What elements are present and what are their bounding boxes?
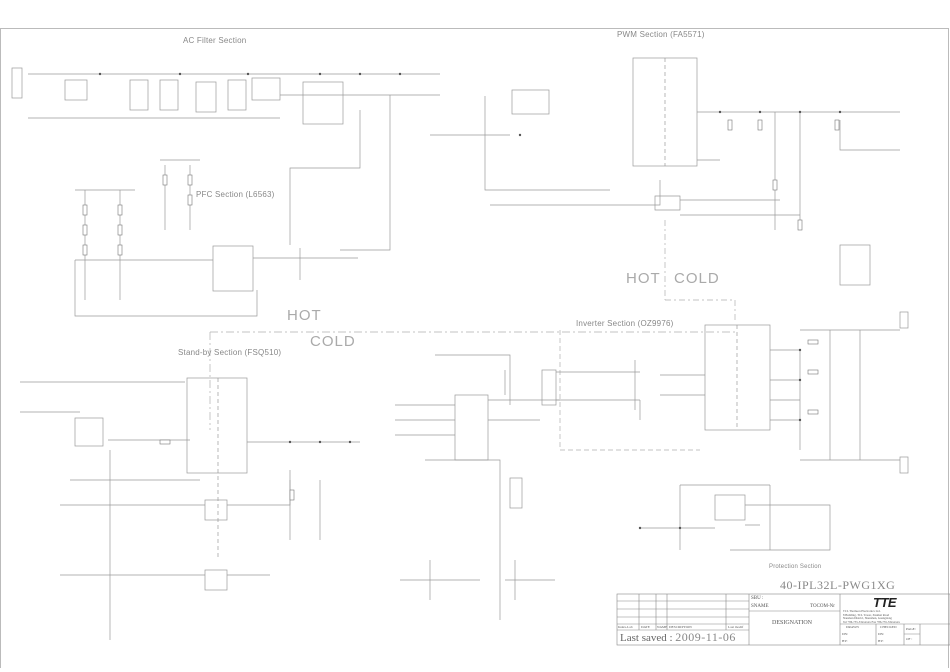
company-logo: TTE [873,595,897,610]
rev-header-last-modif: Last modif [728,625,744,629]
last-saved: Last saved : 2009-11-06 [620,631,736,645]
zone-label-hot: HOT [626,270,661,287]
checked-by-label: BY: [878,639,884,643]
rev-header-description: DESCRIPTION [669,625,692,629]
address-line: TCL Thomson Electronics Ltd. [843,609,881,613]
zone-label-hot: HOT [287,307,322,324]
sname-label: SNAME [751,604,769,609]
drawn-label: DRAWN [846,625,859,629]
sbu-label: SBU : [751,596,764,601]
section-title-inverter: Inverter Section (OZ9976) [576,319,674,328]
last-saved-label: Last saved : [620,632,673,644]
tocom-label: TOCOM-Nr [810,604,835,609]
section-title-pfc: PFC Section (L6563) [196,190,275,199]
drawn-by-label: BY: [842,639,848,643]
address-line: 8 Building, TCL Tower, Xianhai Road [843,612,890,617]
section-title-ac-filter: AC Filter Section [183,36,247,45]
checked-dn-label: DN: [878,632,885,636]
drawn-dn-label: DN: [842,632,849,636]
rev-header-date: DATE [641,625,650,629]
page-label: PAGE: [906,627,916,631]
rev-header-name: NAME [657,625,668,629]
rev-header-index: Index-Lab [618,625,633,629]
address-line: Tel +86-755-33xxxxxx Fax +86-755-33xxxxx… [843,619,900,624]
zone-label-cold: COLD [310,333,356,350]
address-line: Nanshan District, Shenzhen, Guangdong [843,616,892,620]
sheet-border [0,28,949,668]
section-title-standby: Stand-by Section (FSQ510) [178,348,282,357]
section-title-pwm: PWM Section (FA5571) [617,30,705,39]
checked-label: CHECKED [880,625,897,629]
designation-label: DESIGNATION [772,620,812,626]
of-label: OF : [906,637,913,641]
last-saved-date: 2009-11-06 [675,630,736,644]
section-title-protection: Protection Section [769,564,822,570]
zone-label-cold: COLD [674,270,720,287]
model-number: 40-IPL32L-PWG1XG [780,578,896,592]
company-address: TCL Thomson Electronics Ltd. 8 Building,… [843,609,900,624]
